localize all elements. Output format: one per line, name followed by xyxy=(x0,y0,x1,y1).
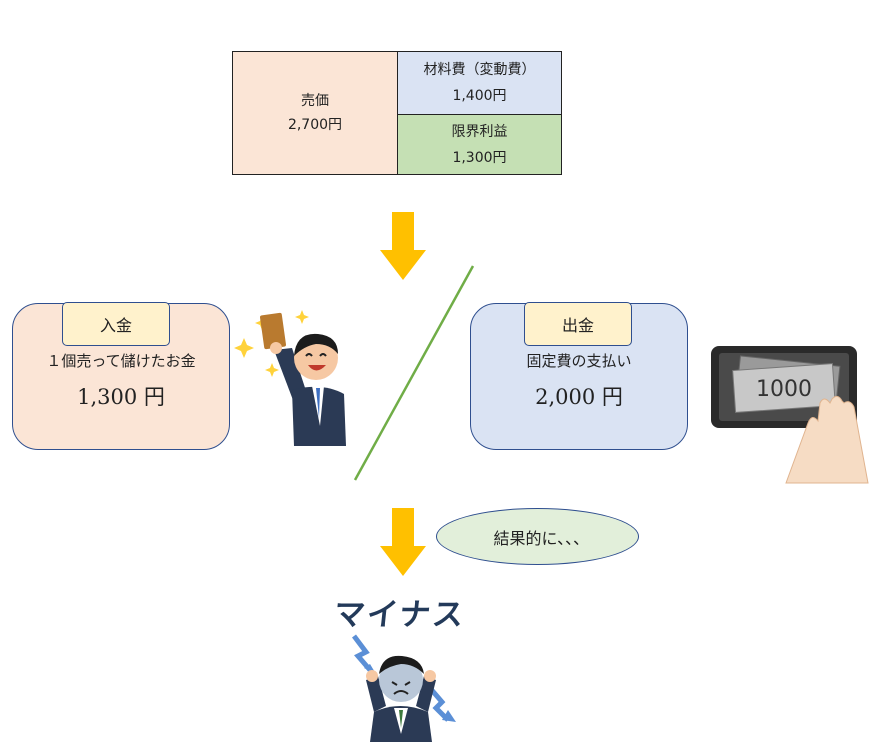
income-tag: 入金 xyxy=(62,302,170,346)
material-cost-label: 材料費（変動費） xyxy=(423,62,536,78)
happy-businessman-icon xyxy=(234,310,346,446)
troubled-businessman-icon xyxy=(352,634,456,742)
minus-caption: マイナス xyxy=(332,596,468,633)
contribution-margin-cell: 限界利益 1,300円 xyxy=(398,115,561,174)
income-amount: 1,300 円 xyxy=(77,385,165,409)
income-description: １個売って儲けたお金 xyxy=(46,352,196,370)
material-cost-value: 1,400円 xyxy=(452,88,507,104)
sale-price-cell: 売価 2,700円 xyxy=(233,52,398,174)
material-cost-cell: 材料費（変動費） 1,400円 xyxy=(398,52,561,115)
contribution-margin-label: 限界利益 xyxy=(451,123,508,140)
divider-line xyxy=(353,265,475,481)
sale-price-value: 2,700円 xyxy=(287,117,343,133)
down-arrow-icon xyxy=(380,508,426,576)
down-arrow-icon xyxy=(380,212,426,280)
contribution-margin-value: 1,300円 xyxy=(452,149,507,166)
tablet-cash-icon: 1000 xyxy=(711,346,869,484)
price-breakdown-table: 売価 2,700円 材料費（変動費） 1,400円 限界利益 1,300円 xyxy=(232,51,562,175)
expense-amount: 2,000 円 xyxy=(535,385,623,409)
expense-description: 固定費の支払い xyxy=(526,352,632,370)
expense-tag: 出金 xyxy=(524,302,632,346)
result-speech-bubble: 結果的に､､､ xyxy=(436,508,639,565)
banknote-label: 1000 xyxy=(756,377,812,402)
sale-price-label: 売価 xyxy=(301,93,329,109)
